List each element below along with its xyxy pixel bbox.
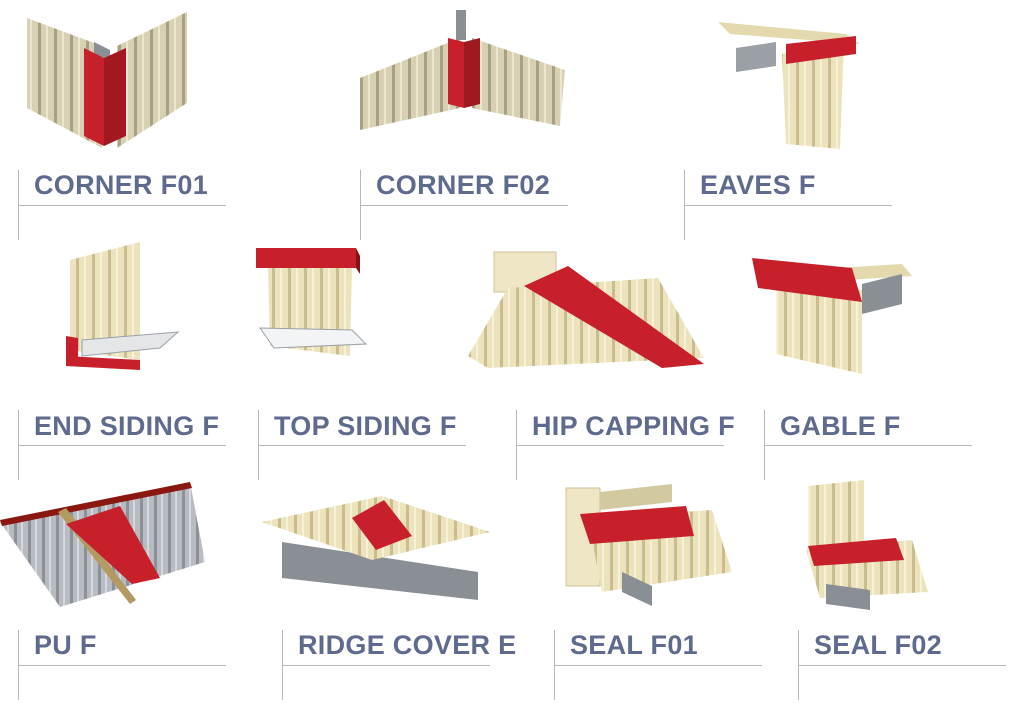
divider-horizontal bbox=[282, 665, 490, 666]
divider-horizontal bbox=[554, 665, 762, 666]
divider-horizontal bbox=[684, 205, 892, 206]
divider-horizontal bbox=[18, 665, 226, 666]
label-corner-f02: CORNER F02 bbox=[376, 170, 551, 200]
divider-horizontal bbox=[798, 665, 1006, 666]
end-siding-f-illustration bbox=[60, 240, 180, 375]
label-seal-f01: SEAL F01 bbox=[570, 630, 698, 660]
label-end-siding-f: END SIDING F bbox=[34, 411, 220, 441]
corner-f02-illustration bbox=[360, 8, 570, 133]
label-hip-capping-f: HIP CAPPING F bbox=[532, 411, 735, 441]
divider-horizontal bbox=[18, 445, 226, 446]
label-ridge-cover-e: RIDGE COVER E bbox=[298, 630, 517, 660]
label-pu-f: PU F bbox=[34, 630, 97, 660]
label-seal-f02: SEAL F02 bbox=[814, 630, 942, 660]
corner-f01-illustration bbox=[22, 8, 192, 148]
divider-horizontal bbox=[18, 205, 226, 206]
gable-f-illustration bbox=[752, 244, 916, 374]
divider-horizontal bbox=[764, 445, 972, 446]
hip-capping-f-illustration bbox=[468, 248, 708, 370]
label-corner-f01: CORNER F01 bbox=[34, 170, 209, 200]
top-siding-f-illustration bbox=[256, 244, 386, 374]
divider-horizontal bbox=[516, 445, 724, 446]
eaves-f-illustration bbox=[716, 14, 864, 149]
seal-f02-illustration bbox=[800, 480, 928, 612]
pu-f-illustration bbox=[0, 482, 205, 607]
label-eaves-f: EAVES F bbox=[700, 170, 816, 200]
seal-f01-illustration bbox=[562, 482, 734, 612]
divider-horizontal bbox=[360, 205, 568, 206]
label-top-siding-f: TOP SIDING F bbox=[274, 411, 457, 441]
label-gable-f: GABLE F bbox=[780, 411, 901, 441]
divider-horizontal bbox=[258, 445, 466, 446]
ridge-cover-e-illustration bbox=[262, 492, 490, 610]
